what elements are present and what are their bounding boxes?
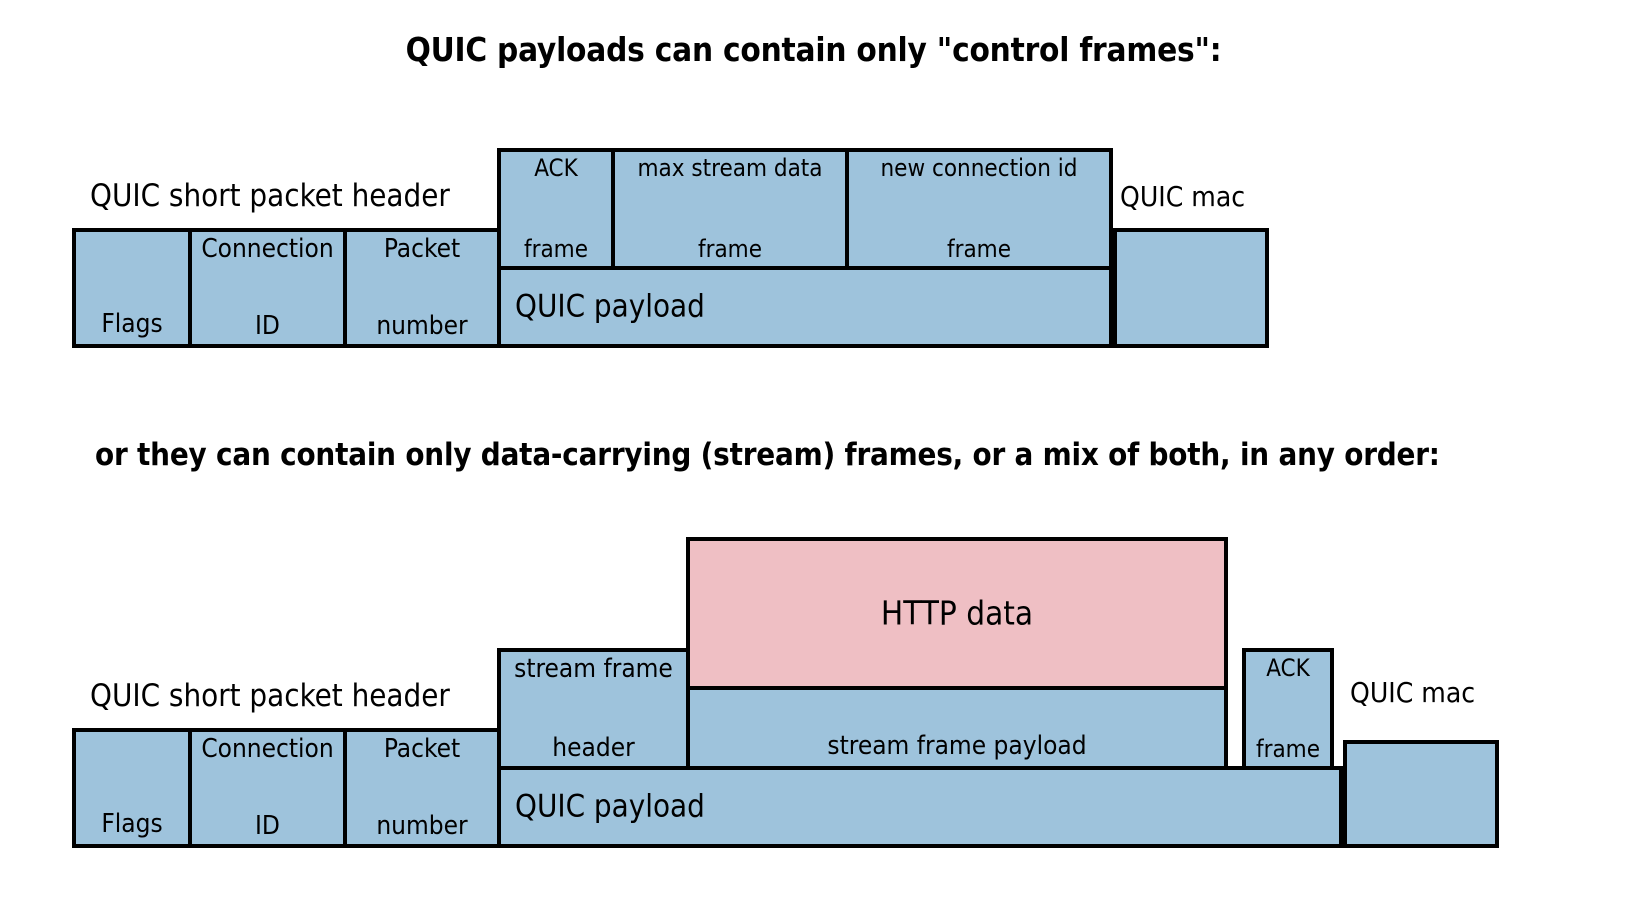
connection-id-box-2: Connection ID bbox=[188, 728, 347, 848]
quic-payload-label-2: QUIC payload bbox=[515, 788, 705, 825]
quic-mac-label-2: QUIC mac bbox=[1350, 676, 1476, 709]
flags-label-1: Flags bbox=[101, 308, 163, 339]
max-stream-data-frame-line2: frame bbox=[697, 234, 763, 263]
stream-frame-payload-label: stream frame payload bbox=[827, 730, 1087, 761]
http-data-label: HTTP data bbox=[880, 593, 1034, 633]
quic-payload-box-1: QUIC payload bbox=[497, 266, 1113, 348]
page-title-control-frames: QUIC payloads can contain only "control … bbox=[405, 30, 1222, 69]
ack-frame-box-2: ACK frame bbox=[1242, 648, 1334, 770]
packet-number-2-line1: Packet bbox=[383, 734, 461, 764]
packet-number-2-line2: number bbox=[376, 810, 468, 841]
stream-frame-header-line2: header bbox=[552, 732, 635, 763]
connection-id-2-line1: Connection bbox=[201, 734, 334, 764]
stream-frame-header-box: stream frame header bbox=[497, 648, 690, 770]
quic-mac-box-2 bbox=[1343, 740, 1499, 848]
packet-number-box-1: Packet number bbox=[343, 228, 501, 348]
connection-id-line2: ID bbox=[255, 310, 280, 341]
connection-id-2-line2: ID bbox=[255, 810, 280, 841]
page-title-stream-frames: or they can contain only data-carrying (… bbox=[95, 437, 1440, 473]
quic-payload-label-1: QUIC payload bbox=[515, 288, 705, 325]
max-stream-data-frame-box-1: max stream data frame bbox=[611, 148, 849, 270]
quic-short-packet-header-label-1: QUIC short packet header bbox=[90, 178, 450, 214]
quic-mac-box-1 bbox=[1113, 228, 1269, 348]
stream-frame-payload-box: stream frame payload bbox=[686, 686, 1228, 770]
ack-frame-2-line2: frame bbox=[1255, 734, 1321, 763]
flags-label-2: Flags bbox=[101, 808, 163, 839]
ack-frame-line1: ACK bbox=[534, 154, 578, 182]
connection-id-line1: Connection bbox=[201, 234, 334, 264]
ack-frame-line2: frame bbox=[523, 234, 589, 263]
quic-short-packet-header-label-2: QUIC short packet header bbox=[90, 678, 450, 714]
packet-number-line2: number bbox=[376, 310, 468, 341]
quic-payload-box-2: QUIC payload bbox=[497, 766, 1343, 848]
new-connection-id-frame-line2: frame bbox=[946, 234, 1012, 263]
connection-id-box-1: Connection ID bbox=[188, 228, 347, 348]
new-connection-id-frame-line1: new connection id bbox=[880, 154, 1078, 182]
flags-box-1: Flags bbox=[72, 228, 192, 348]
ack-frame-box-1: ACK frame bbox=[497, 148, 615, 270]
stream-frame-header-line1: stream frame bbox=[514, 654, 673, 684]
new-connection-id-frame-box-1: new connection id frame bbox=[845, 148, 1113, 270]
ack-frame-2-line1: ACK bbox=[1266, 654, 1310, 682]
packet-number-line1: Packet bbox=[383, 234, 461, 264]
quic-mac-label-1: QUIC mac bbox=[1120, 180, 1246, 213]
packet-number-box-2: Packet number bbox=[343, 728, 501, 848]
max-stream-data-frame-line1: max stream data bbox=[637, 154, 823, 182]
http-data-box: HTTP data bbox=[686, 537, 1228, 690]
flags-box-2: Flags bbox=[72, 728, 192, 848]
